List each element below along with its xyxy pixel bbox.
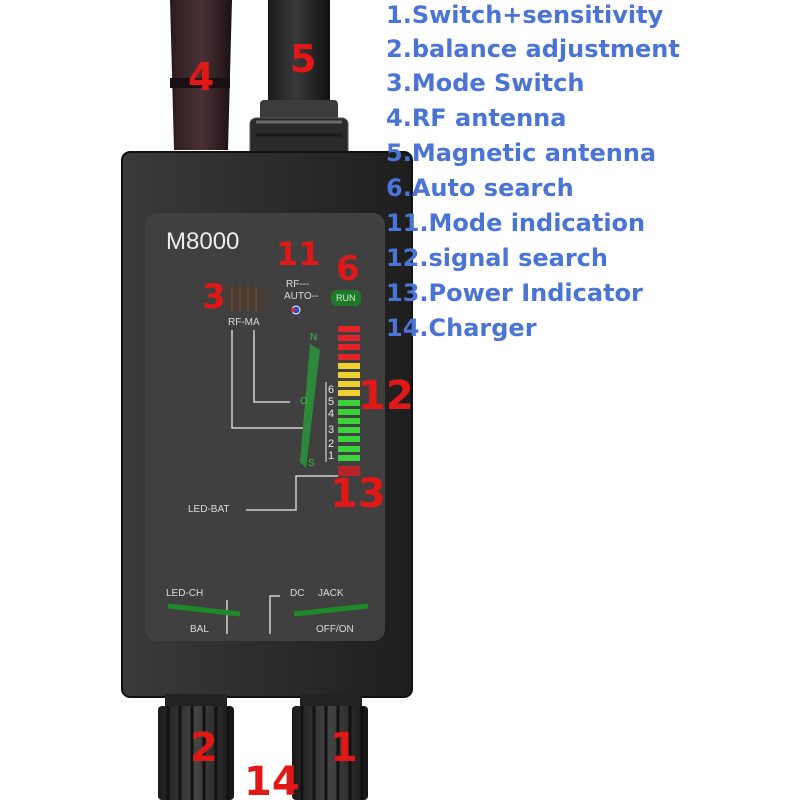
- signal-led-segment: [338, 454, 360, 461]
- led-bat-label: LED-BAT: [188, 504, 230, 515]
- signal-led-segment: [338, 418, 360, 424]
- scale-number: 6: [328, 384, 335, 396]
- legend-item: 5.Magnetic antenna: [386, 139, 657, 167]
- signal-led-segment: [338, 399, 360, 406]
- legend-item: 6.Auto search: [386, 174, 574, 202]
- auto-label: AUTO--: [284, 291, 319, 302]
- bal-label: BAL: [190, 624, 209, 635]
- run-button-shape: [331, 290, 361, 306]
- legend-item: 12.signal search: [386, 244, 608, 272]
- signal-led-segment: [338, 445, 360, 452]
- n-label: N: [310, 332, 318, 343]
- run-button-label: RUN: [336, 293, 356, 303]
- signal-led-segment: [338, 372, 360, 378]
- power-indicator-led: [338, 466, 360, 476]
- rf-antenna: [170, 0, 232, 150]
- off-on-label: OFF/ON: [316, 624, 354, 635]
- callout-13: 13: [330, 471, 386, 517]
- rf-label: RF---: [286, 279, 310, 290]
- switch-sensitivity-knob: [292, 694, 368, 800]
- legend-item: 14.Charger: [386, 314, 537, 342]
- legend-item: 11.Mode indication: [386, 209, 646, 237]
- callout-6: 6: [336, 249, 360, 289]
- scale-number: 1: [328, 450, 335, 462]
- callout-12: 12: [358, 373, 414, 419]
- led-ch-label: LED-CH: [166, 588, 204, 599]
- signal-led-segment: [338, 390, 360, 397]
- scale-number: 5: [328, 396, 335, 408]
- o-label: O: [300, 396, 308, 407]
- magnetic-antenna: [249, 0, 349, 159]
- callout-4: 4: [188, 55, 215, 99]
- signal-led-segment: [338, 381, 360, 388]
- callout-1: 1: [330, 725, 358, 771]
- legend-item: 1.Switch+sensitivity: [386, 1, 664, 29]
- callout-3: 3: [202, 277, 226, 317]
- signal-led-segment: [338, 362, 360, 369]
- scale-number: 3: [328, 424, 335, 436]
- signal-led-segment: [338, 326, 360, 332]
- model-label: M8000: [166, 228, 240, 255]
- signal-led-segment: [338, 344, 360, 351]
- front-panel: [145, 213, 385, 641]
- signal-led-segment: [338, 408, 360, 415]
- legend-item: 2.balance adjustment: [386, 35, 680, 63]
- balance-knob: [158, 694, 234, 800]
- scale-number: 4: [328, 408, 335, 420]
- legend-item: 4.RF antenna: [386, 104, 567, 132]
- legend-item: 13.Power Indicator: [386, 279, 643, 307]
- signal-led-segment: [338, 427, 360, 434]
- jack-label: JACK: [318, 588, 344, 599]
- signal-led-segment: [338, 436, 360, 443]
- dc-label: DC: [290, 588, 305, 599]
- signal-led-segment: [338, 335, 360, 342]
- callout-11: 11: [276, 235, 321, 273]
- legend-item: 3.Mode Switch: [386, 69, 585, 97]
- rf-ma-label: RF-MA: [228, 317, 260, 328]
- callout-2: 2: [190, 725, 218, 771]
- s-label: S: [308, 458, 315, 469]
- scale-number: 2: [328, 438, 335, 450]
- signal-led-segment: [338, 353, 360, 360]
- callout-14: 14: [244, 759, 300, 805]
- callout-5: 5: [290, 37, 317, 81]
